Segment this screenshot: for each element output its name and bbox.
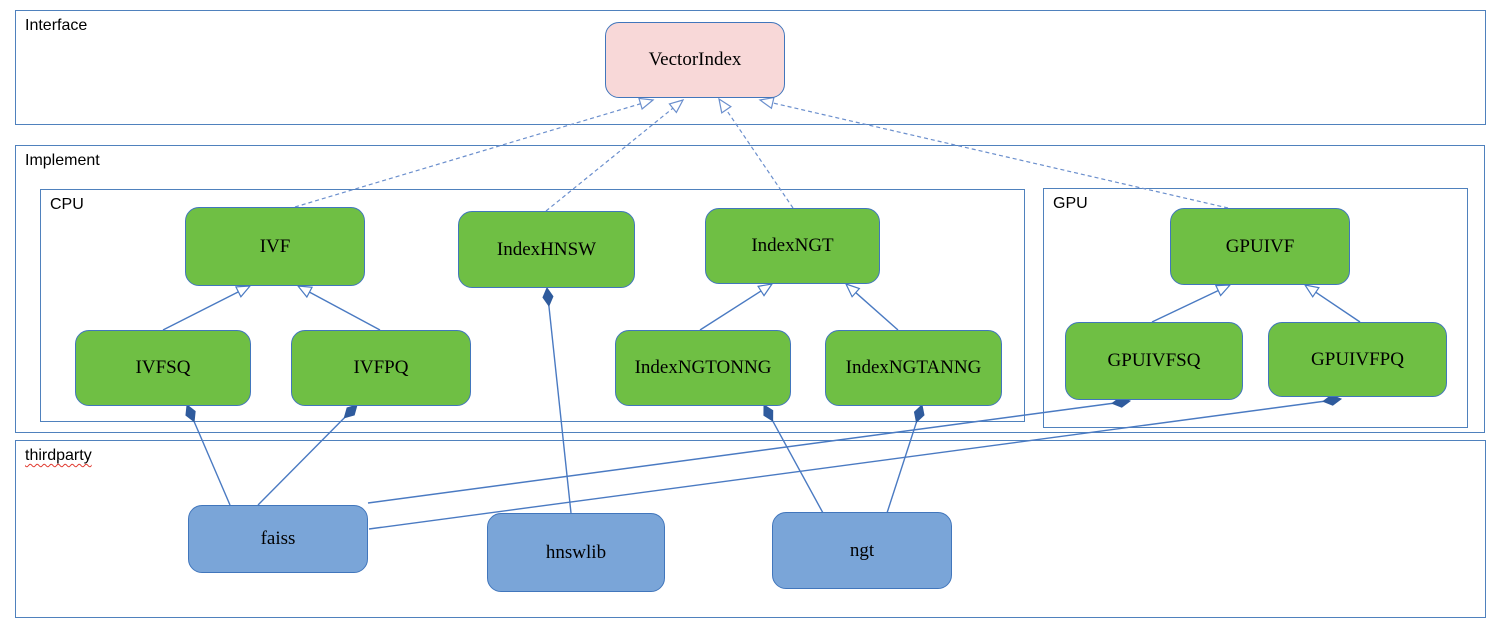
node-gpuivf: GPUIVF [1170,208,1350,285]
node-label-vectorindex: VectorIndex [648,49,742,70]
node-indexngtonng: IndexNGTONNG [615,330,791,406]
node-label-gpuivf: GPUIVF [1225,235,1295,257]
node-label-indexngt: IndexNGT [751,235,834,256]
node-label-indexngtanng: IndexNGTANNG [845,357,982,378]
node-ivf: IVF [185,207,365,286]
node-indexngtanng: IndexNGTANNG [825,330,1002,406]
node-label-hnswlib: hnswlib [545,541,607,563]
node-vectorindex: VectorIndex [605,22,785,98]
node-label-faiss: faiss [260,528,296,549]
node-hnswlib: hnswlib [487,513,665,592]
node-label-gpuivfsq: GPUIVFSQ [1107,350,1201,371]
node-ngt: ngt [772,512,952,589]
node-label-gpuivfpq: GPUIVFPQ [1311,348,1404,370]
node-indexhnsw: IndexHNSW [458,211,635,288]
node-label-ivfsq: IVFSQ [135,357,191,378]
container-label-implement: Implement [25,152,100,169]
node-label-ngt: ngt [849,539,875,561]
node-faiss: faiss [188,505,368,573]
container-label-interface: Interface [25,17,88,34]
node-indexngt: IndexNGT [705,208,880,284]
node-label-ivf: IVF [259,235,291,257]
node-ivfsq: IVFSQ [75,330,251,406]
container-label-cpu: CPU [50,196,84,213]
node-label-indexngtonng: IndexNGTONNG [634,357,772,378]
node-ivfpq: IVFPQ [291,330,471,406]
node-gpuivfpq: GPUIVFPQ [1268,322,1447,397]
container-label-thirdparty: thirdparty [25,447,92,464]
node-gpuivfsq: GPUIVFSQ [1065,322,1243,400]
node-label-ivfpq: IVFPQ [353,357,409,378]
node-label-indexhnsw: IndexHNSW [496,238,597,260]
